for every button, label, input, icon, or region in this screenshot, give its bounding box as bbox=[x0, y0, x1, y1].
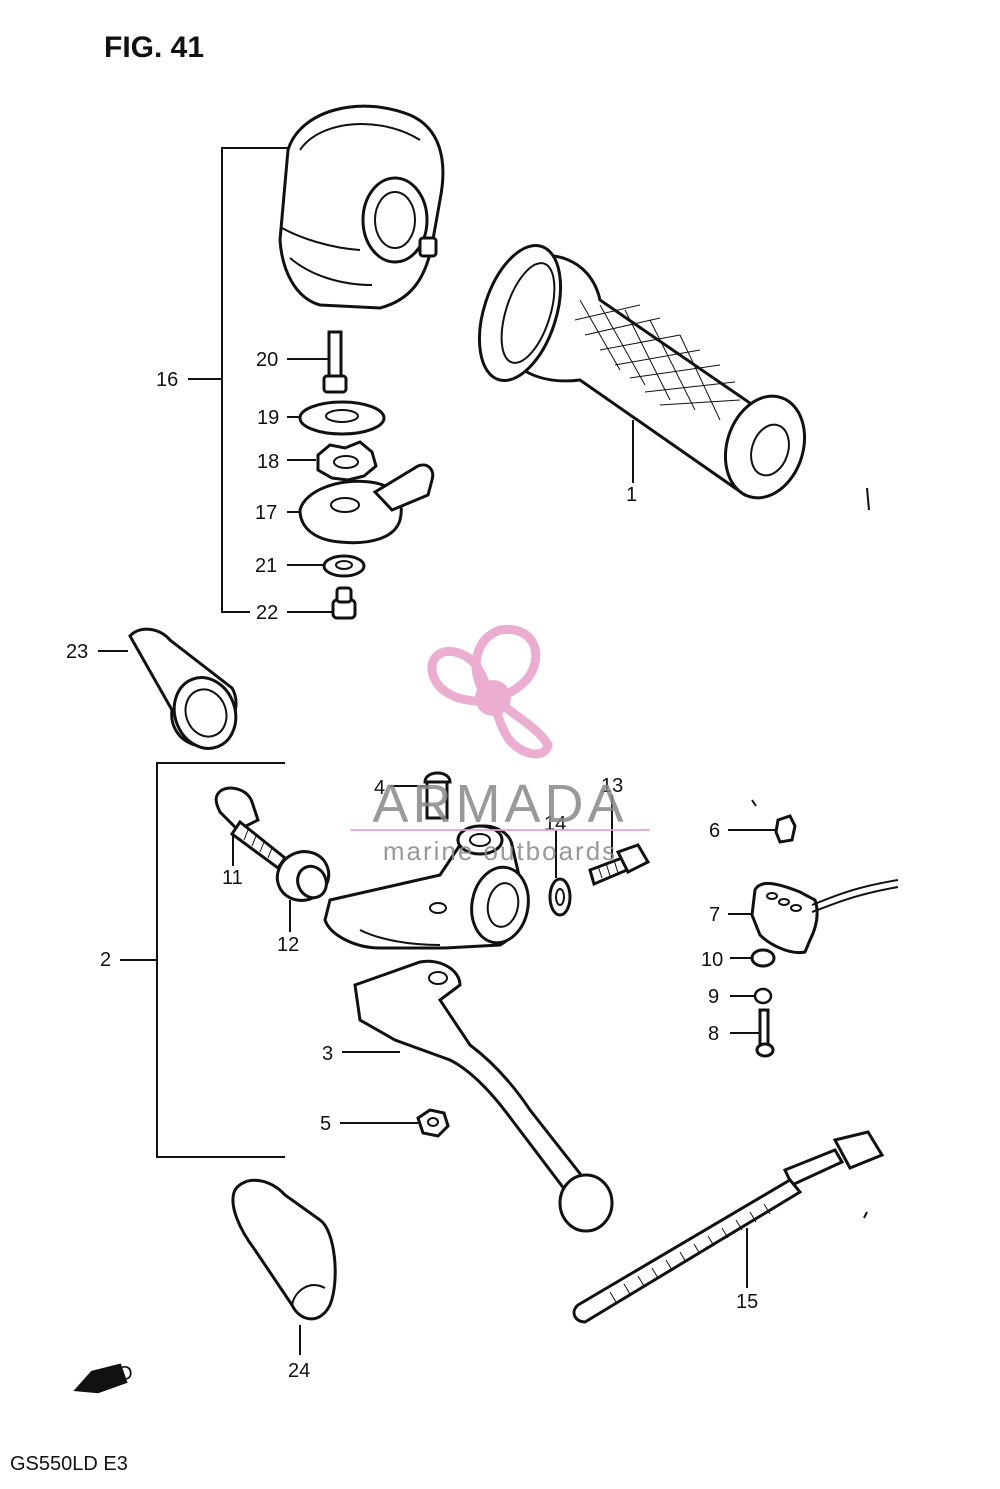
fwd-arrow: FWD bbox=[73, 1361, 136, 1394]
figure-title: FIG. 41 bbox=[104, 31, 204, 64]
part-star-washer-18 bbox=[287, 440, 378, 482]
callout-23: 23 bbox=[66, 641, 88, 663]
callout-20: 20 bbox=[256, 349, 278, 371]
part-screw-20 bbox=[287, 330, 348, 394]
model-code: GS550LD E3 bbox=[10, 1453, 128, 1475]
fwd-label: FWD bbox=[86, 1361, 136, 1393]
watermark: ARMADA marine outboards bbox=[350, 624, 650, 866]
callout-16: 16 bbox=[156, 369, 178, 391]
part-nut-5 bbox=[340, 1108, 450, 1138]
callout-4: 4 bbox=[374, 777, 385, 799]
part-bolt-13 bbox=[588, 795, 651, 887]
callout-13: 13 bbox=[601, 775, 623, 797]
callout-7: 7 bbox=[709, 904, 720, 926]
callout-24: 24 bbox=[288, 1360, 310, 1382]
callout-12: 12 bbox=[277, 934, 299, 956]
callout-19: 19 bbox=[257, 407, 279, 429]
part-screw-8 bbox=[730, 1008, 775, 1058]
callout-5: 5 bbox=[320, 1113, 331, 1135]
part-washer-21 bbox=[287, 554, 366, 578]
part-cable-tie-15 bbox=[572, 1130, 885, 1324]
watermark-brand: ARMADA bbox=[372, 774, 627, 834]
part-clip-6 bbox=[728, 814, 797, 844]
callout-10: 10 bbox=[701, 949, 723, 971]
callout-21: 21 bbox=[255, 555, 277, 577]
callout-15: 15 bbox=[736, 1291, 758, 1313]
stray-mark-15 bbox=[863, 1211, 868, 1219]
callout-11: 11 bbox=[222, 867, 243, 889]
lever-bracket bbox=[323, 824, 530, 950]
part-washer-10 bbox=[730, 948, 776, 968]
part-cover-23 bbox=[98, 627, 238, 750]
part-adjuster-12 bbox=[275, 850, 331, 932]
propeller-logo bbox=[427, 624, 553, 759]
watermark-tagline: marine outboards bbox=[383, 836, 617, 866]
bracket-16 bbox=[188, 147, 290, 613]
callout-2: 2 bbox=[100, 949, 111, 971]
stray-mark bbox=[866, 487, 870, 511]
switch-housing bbox=[278, 104, 445, 310]
part-nut-9 bbox=[730, 987, 773, 1005]
part-switch-7 bbox=[728, 879, 899, 955]
callout-8: 8 bbox=[708, 1023, 719, 1045]
callout-17: 17 bbox=[255, 502, 277, 524]
part-grip-1 bbox=[478, 244, 807, 500]
part-washer-19 bbox=[287, 400, 386, 436]
callout-1: 1 bbox=[626, 484, 637, 506]
stray-mark-6 bbox=[751, 799, 757, 807]
bracket-2 bbox=[120, 762, 285, 1158]
part-lever-3 bbox=[342, 959, 614, 1233]
callout-6: 6 bbox=[709, 820, 720, 842]
part-bolt-4 bbox=[390, 771, 452, 820]
callout-9: 9 bbox=[708, 986, 719, 1008]
callout-18: 18 bbox=[257, 451, 279, 473]
part-switch-lever-17 bbox=[287, 463, 435, 545]
part-boot-24 bbox=[231, 1178, 337, 1355]
part-bolt-11 bbox=[214, 786, 288, 871]
callout-3: 3 bbox=[322, 1043, 333, 1065]
part-washer-14 bbox=[548, 830, 572, 917]
callout-22: 22 bbox=[256, 602, 278, 624]
part-screw-22 bbox=[287, 586, 357, 620]
